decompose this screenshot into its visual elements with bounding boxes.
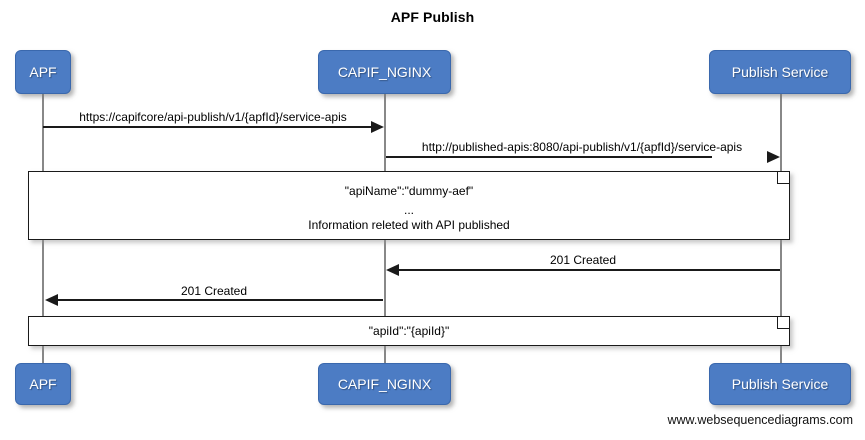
page-title: APF Publish: [390, 9, 475, 25]
message-line-2: [386, 156, 712, 158]
message-label-3: 201 Created: [549, 253, 617, 267]
actor-label: CAPIF_NGINX: [337, 64, 432, 80]
message-label-1: https://capifcore/api-publish/v1/{apfId}…: [79, 110, 347, 124]
note-line: "apiName":"dummy-aef": [344, 184, 474, 198]
actor-box-apf-top[interactable]: APF: [15, 50, 71, 94]
actor-label: Publish Service: [731, 64, 829, 80]
actor-box-capif-nginx-top[interactable]: CAPIF_NGINX: [318, 50, 451, 94]
actor-label: APF: [29, 64, 57, 80]
note-line: ...: [403, 203, 414, 217]
note-api-publish-body: "apiName":"dummy-aef" ... Information re…: [28, 171, 790, 240]
message-line-1: [43, 126, 372, 128]
actor-label: Publish Service: [731, 376, 829, 392]
arrow-head-right-icon-2: [767, 151, 780, 163]
footer-watermark: www.websequencediagrams.com: [667, 413, 853, 427]
arrow-head-left-icon-3: [386, 264, 399, 276]
arrow-head-right-icon-1: [371, 121, 384, 133]
note-fold-corner-icon-2: [777, 317, 789, 329]
actor-box-apf-bottom[interactable]: APF: [15, 363, 71, 405]
message-line-3: [398, 269, 780, 271]
message-label-2: http://published-apis:8080/api-publish/v…: [421, 140, 743, 154]
actor-label: APF: [29, 376, 57, 392]
message-label-4: 201 Created: [180, 284, 248, 298]
actor-label: CAPIF_NGINX: [337, 376, 432, 392]
actor-box-publish-service-top[interactable]: Publish Service: [709, 50, 851, 94]
note-api-id-body: "apiId":"{apiId}": [28, 316, 790, 346]
note-fold-corner-icon-1: [777, 172, 789, 184]
note-line: Information releted with API published: [308, 218, 510, 232]
note-line: "apiId":"{apiId}": [368, 324, 450, 338]
actor-box-capif-nginx-bottom[interactable]: CAPIF_NGINX: [318, 363, 451, 405]
arrow-head-left-icon-4: [45, 294, 58, 306]
actor-box-publish-service-bottom[interactable]: Publish Service: [709, 363, 851, 405]
message-line-4: [57, 299, 383, 301]
